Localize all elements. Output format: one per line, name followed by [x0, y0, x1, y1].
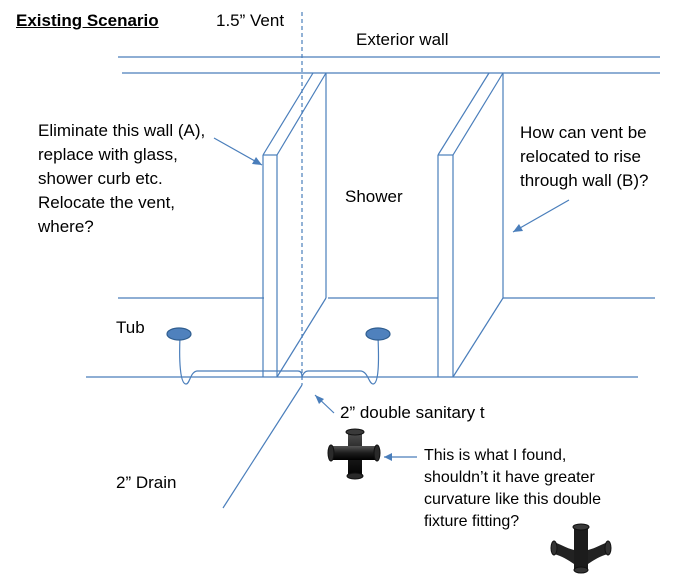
tub-drain-cap [166, 327, 192, 341]
drain-label: 2” Drain [116, 473, 177, 492]
wall-a-arrowhead [252, 157, 262, 165]
diagram-title: Existing Scenario [16, 11, 159, 30]
shower-trap-pipe [301, 336, 380, 385]
tub-label: Tub [116, 318, 145, 337]
wall-b [437, 72, 504, 378]
tub-trap-pipe [179, 336, 303, 385]
sanitary-t-arrowhead [315, 395, 324, 404]
wall-a-note: Eliminate this wall (A), replace with gl… [38, 121, 206, 236]
found-fitting-note: This is what I found, shouldn’t it have … [424, 447, 601, 530]
double-sanitary-tee-fitting-icon [327, 428, 381, 480]
wall-a [262, 72, 327, 378]
wall-b-note: How can vent be relocated to rise throug… [520, 123, 649, 190]
double-sanitary-t-label: 2” double sanitary t [340, 403, 485, 422]
fitting-arrowhead [384, 453, 392, 461]
drain-pipe-line [222, 384, 303, 509]
vent-label: 1.5” Vent [216, 11, 285, 30]
shower-label: Shower [345, 187, 403, 206]
wall-b-arrow-line [512, 199, 570, 233]
double-fixture-fitting-icon [550, 523, 612, 574]
shower-drain-cap [365, 327, 391, 341]
wall-b-arrowhead [513, 224, 523, 232]
exterior-wall-label: Exterior wall [356, 30, 449, 49]
